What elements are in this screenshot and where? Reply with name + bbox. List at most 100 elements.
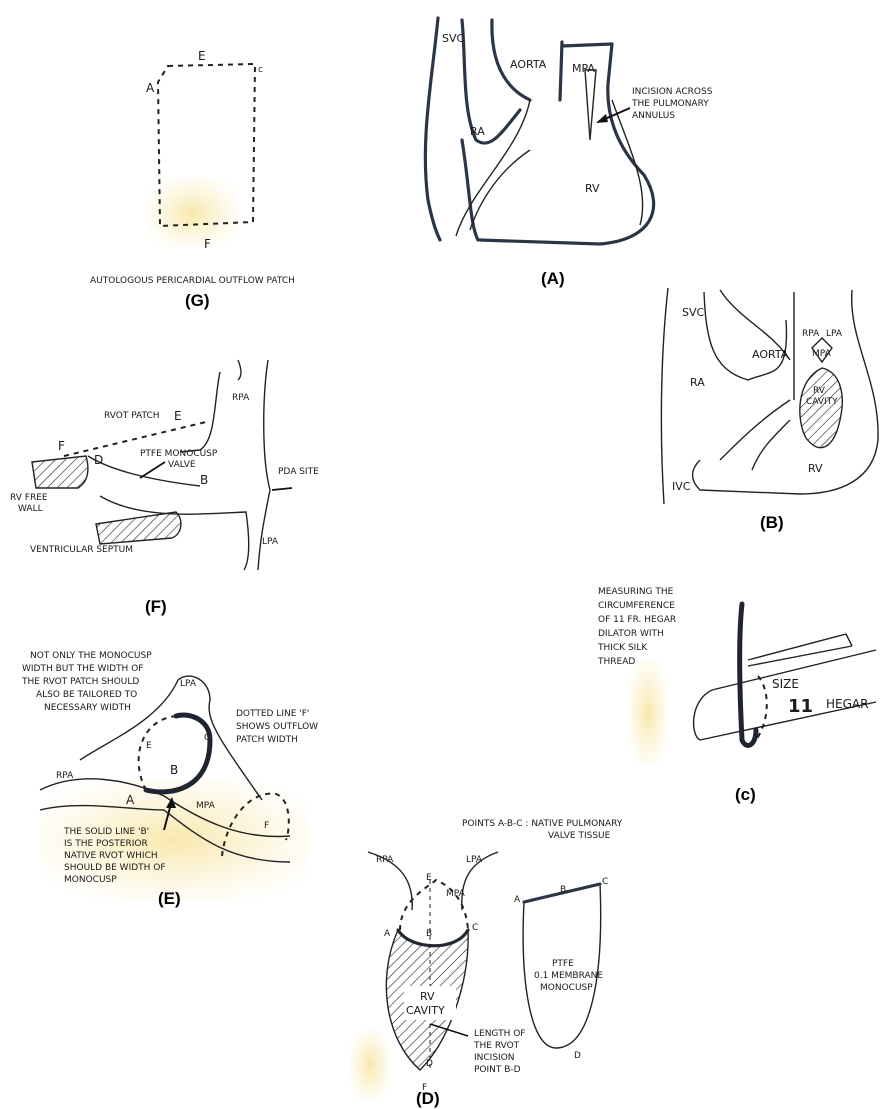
f-pa-left-wall <box>180 372 220 452</box>
highlight-stain <box>148 178 238 248</box>
c-highlight <box>628 660 668 765</box>
c-text-line-2: CIRCUMFERENCE <box>598 601 675 611</box>
e-solid-line-2: IS THE POSTERIOR <box>64 839 148 849</box>
e-note-line-4: ALSO BE TAILORED TO <box>36 690 137 700</box>
f-pda-label: PDA SITE <box>278 467 319 477</box>
f-rv-free-wall <box>32 456 88 488</box>
e-mpa-label: MPA <box>196 801 216 811</box>
mpa-left <box>560 42 562 100</box>
monocusp-b-label: B <box>560 885 566 895</box>
d-title-line-1: POINTS A-B-C : NATIVE PULMONARY <box>462 819 623 829</box>
e-solid-line-4: SHOULD BE WIDTH OF <box>64 863 166 873</box>
d-rpa-label: RPA <box>376 855 394 865</box>
b-svc-right <box>704 292 787 380</box>
d-length-line-3: INCISION <box>474 1053 515 1063</box>
d-rv-label-2: CAVITY <box>406 1004 445 1017</box>
panel-f: RPA RVOT PATCH E F D PTFE MONOCUSP VALVE… <box>10 360 319 616</box>
b-rv-cavity-label-2: CAVITY <box>806 397 838 407</box>
caption-g: (G) <box>185 291 210 310</box>
e-a-label: A <box>126 793 135 807</box>
b-svc-left <box>661 288 668 504</box>
e-dotted-line-3: PATCH WIDTH <box>236 735 298 745</box>
e-dotted-line-1: DOTTED LINE 'F' <box>236 709 309 719</box>
b-ivc-label: IVC <box>672 480 691 493</box>
e-solid-line-3: NATIVE RVOT WHICH <box>64 851 158 861</box>
caption-c: (c) <box>735 785 756 804</box>
mpa-label: MPA <box>572 62 595 75</box>
c-size-label: SIZE <box>772 677 799 691</box>
d-highlight <box>350 1030 390 1100</box>
mpa-top <box>562 44 612 46</box>
f-b-label: B <box>200 473 208 487</box>
f-pda-arrow <box>272 488 292 490</box>
e-solid-line-5: MONOCUSP <box>64 875 117 885</box>
b-rv-cavity <box>800 368 842 448</box>
panel-e: NOT ONLY THE MONOCUSP WIDTH BUT THE WIDT… <box>21 651 318 908</box>
incision-arrowhead <box>596 114 608 123</box>
b-mpa-label: MPA <box>812 349 832 359</box>
caption-d: (D) <box>416 1089 440 1108</box>
panel-b: SVC AORTA RPA LPA MPA RV CAVITY RA IVC R… <box>661 288 878 532</box>
e-f-label: F <box>264 821 269 831</box>
c-hegar-body <box>694 650 876 740</box>
incision-line-1: INCISION ACROSS <box>632 87 713 97</box>
monocusp-line-1: PTFE <box>552 959 574 969</box>
b-lpa-label: LPA <box>826 329 843 339</box>
d-a-label: A <box>384 929 391 939</box>
f-septum <box>96 512 181 544</box>
point-f-label: F <box>204 237 211 251</box>
c-size-number: 11 <box>788 696 813 717</box>
d-length-line-4: POINT B-D <box>474 1065 521 1075</box>
b-rv-lines <box>720 400 790 470</box>
e-lpa-label: LPA <box>180 679 197 689</box>
svc-left-wall <box>425 18 440 240</box>
e-c-label: C <box>204 733 210 743</box>
panel-d: POINTS A-B-C : NATIVE PULMONARY VALVE TI… <box>350 819 623 1108</box>
c-text-line-6: THREAD <box>597 657 635 667</box>
rv-label: RV <box>585 182 600 195</box>
point-c-label: c <box>258 65 263 75</box>
e-note-line-2: WIDTH BUT THE WIDTH OF <box>22 664 143 674</box>
f-septum-label: VENTRICULAR SEPTUM <box>30 545 133 555</box>
incision-line-3: ANNULUS <box>632 111 675 121</box>
c-thread-ends <box>748 634 852 666</box>
panel-g: A E c F AUTOLOGOUS PERICARDIAL OUTFLOW P… <box>90 49 295 310</box>
b-rv-label: RV <box>808 462 823 475</box>
f-rv-wall-label-1: RV FREE <box>10 493 48 503</box>
f-rvot-patch-label: RVOT PATCH <box>104 411 160 421</box>
monocusp-a-label: A <box>514 895 521 905</box>
monocusp-d-label: D <box>574 1051 581 1061</box>
caption-b: (B) <box>760 513 784 532</box>
e-note-line-1: NOT ONLY THE MONOCUSP <box>30 651 152 661</box>
ra-label: RA <box>470 125 485 138</box>
incision-mark <box>585 70 596 140</box>
c-hegar-label: HEGAR <box>826 697 868 711</box>
e-note-line-3: THE RVOT PATCH SHOULD <box>21 677 139 687</box>
incision-line-2: THE PULMONARY <box>631 99 709 109</box>
f-e-label: E <box>174 409 182 423</box>
f-rv-wall-label-2: WALL <box>18 504 43 514</box>
f-rpa-left <box>238 360 241 380</box>
f-ptfe-arrow <box>140 462 165 478</box>
monocusp-line-3: MONOCUSP <box>540 983 593 993</box>
monocusp-c-label: C <box>602 877 608 887</box>
b-ra-label: RA <box>690 376 705 389</box>
mpa-right <box>480 44 654 244</box>
f-f-label: F <box>58 439 65 453</box>
f-lpa-label: LPA <box>262 537 279 547</box>
c-text-line-3: OF 11 FR. HEGAR <box>598 615 676 625</box>
e-dotted-line-2: SHOWS OUTFLOW <box>236 722 318 732</box>
b-svc-label: SVC <box>682 306 705 319</box>
ra-wall <box>462 140 478 240</box>
caption-f: (F) <box>145 597 167 616</box>
b-rv-cavity-label-1: RV <box>813 386 826 396</box>
b-pa-right <box>693 290 879 494</box>
f-ptfe-label-2: VALVE <box>168 460 196 470</box>
patch-title: AUTOLOGOUS PERICARDIAL OUTFLOW PATCH <box>90 276 295 286</box>
caption-a: (A) <box>541 269 565 288</box>
point-a-label: A <box>146 81 155 95</box>
c-text-line-5: THICK SILK <box>597 643 648 653</box>
svc-label: SVC <box>442 32 465 45</box>
c-text-line-4: DILATOR WITH <box>598 629 664 639</box>
